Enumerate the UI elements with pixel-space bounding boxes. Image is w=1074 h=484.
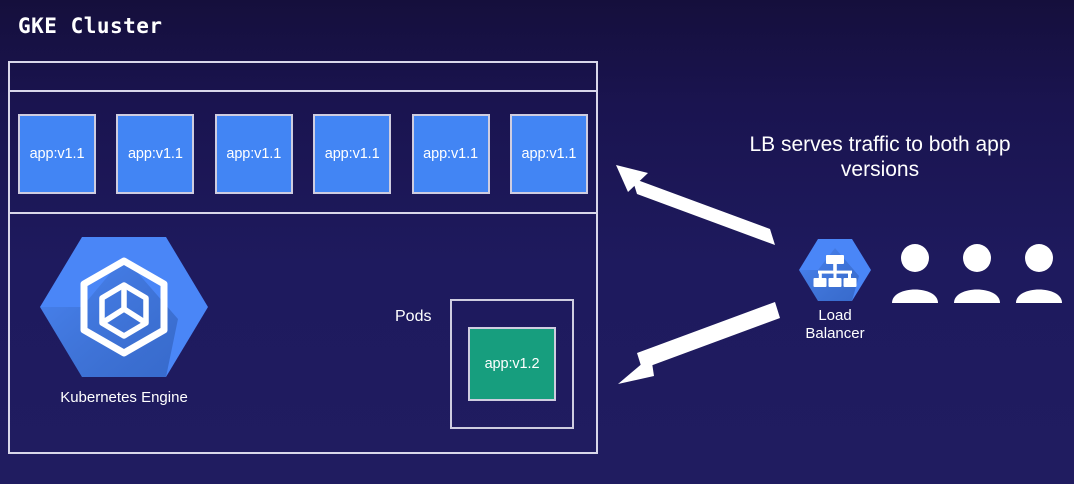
user-avatar-icon	[1016, 244, 1062, 303]
arrow-to-v1-2-pod-icon	[618, 302, 780, 384]
pod-box-v1-1[interactable]: app:v1.1	[411, 114, 490, 194]
lb-annotation-text: LB serves traffic to both app versions	[700, 133, 1060, 183]
user-avatar-icon	[892, 244, 938, 303]
pod-label: app:v1.1	[423, 145, 478, 162]
lb-annotation-line-1: LB serves traffic to both app	[749, 133, 1011, 156]
pod-box-v1-2[interactable]: app:v1.2	[468, 327, 556, 401]
load-balancer-icon	[797, 236, 873, 304]
pod-label: app:v1.1	[521, 145, 577, 162]
load-balancer-block: Load Balancer	[780, 236, 890, 344]
user-avatar-icon	[954, 244, 1000, 303]
load-balancer-label: Load Balancer	[780, 307, 890, 344]
gke-cluster-container: app:v1.1 app:v1.1 app:v1.1 app:v1.1 app:…	[8, 61, 598, 454]
pod-group-v1-2: app:v1.2	[450, 299, 574, 429]
pod-box-v1-1[interactable]: app:v1.1	[509, 114, 588, 194]
pod-label: app:v1.1	[226, 145, 282, 162]
pod-label: app:v1.2	[484, 355, 540, 372]
lb-annotation-line-2: versions	[840, 157, 920, 181]
kubernetes-engine-icon	[38, 231, 210, 383]
pod-label: app:v1.1	[29, 145, 85, 162]
pod-label: app:v1.1	[324, 145, 380, 162]
pod-label: app:v1.1	[127, 145, 183, 162]
pod-box-v1-1[interactable]: app:v1.1	[313, 114, 392, 194]
kubernetes-engine-label: Kubernetes Engine	[60, 389, 188, 406]
load-balancer-label-line-1: Load	[818, 307, 852, 324]
pod-box-v1-1[interactable]: app:v1.1	[214, 114, 293, 194]
pod-box-v1-1[interactable]: app:v1.1	[18, 114, 96, 194]
load-balancer-label-line-2: Balancer	[805, 325, 865, 343]
users-row	[890, 243, 1064, 303]
cluster-divider-top	[10, 90, 596, 92]
cluster-divider-bottom	[10, 212, 596, 214]
pod-box-v1-1[interactable]: app:v1.1	[116, 114, 195, 194]
kubernetes-engine-block: Kubernetes Engine	[26, 231, 222, 406]
pods-caption: Pods	[395, 308, 432, 325]
pods-v1-1-row: app:v1.1 app:v1.1 app:v1.1 app:v1.1 app:…	[18, 110, 588, 198]
page-title: GKE Cluster	[18, 14, 163, 38]
